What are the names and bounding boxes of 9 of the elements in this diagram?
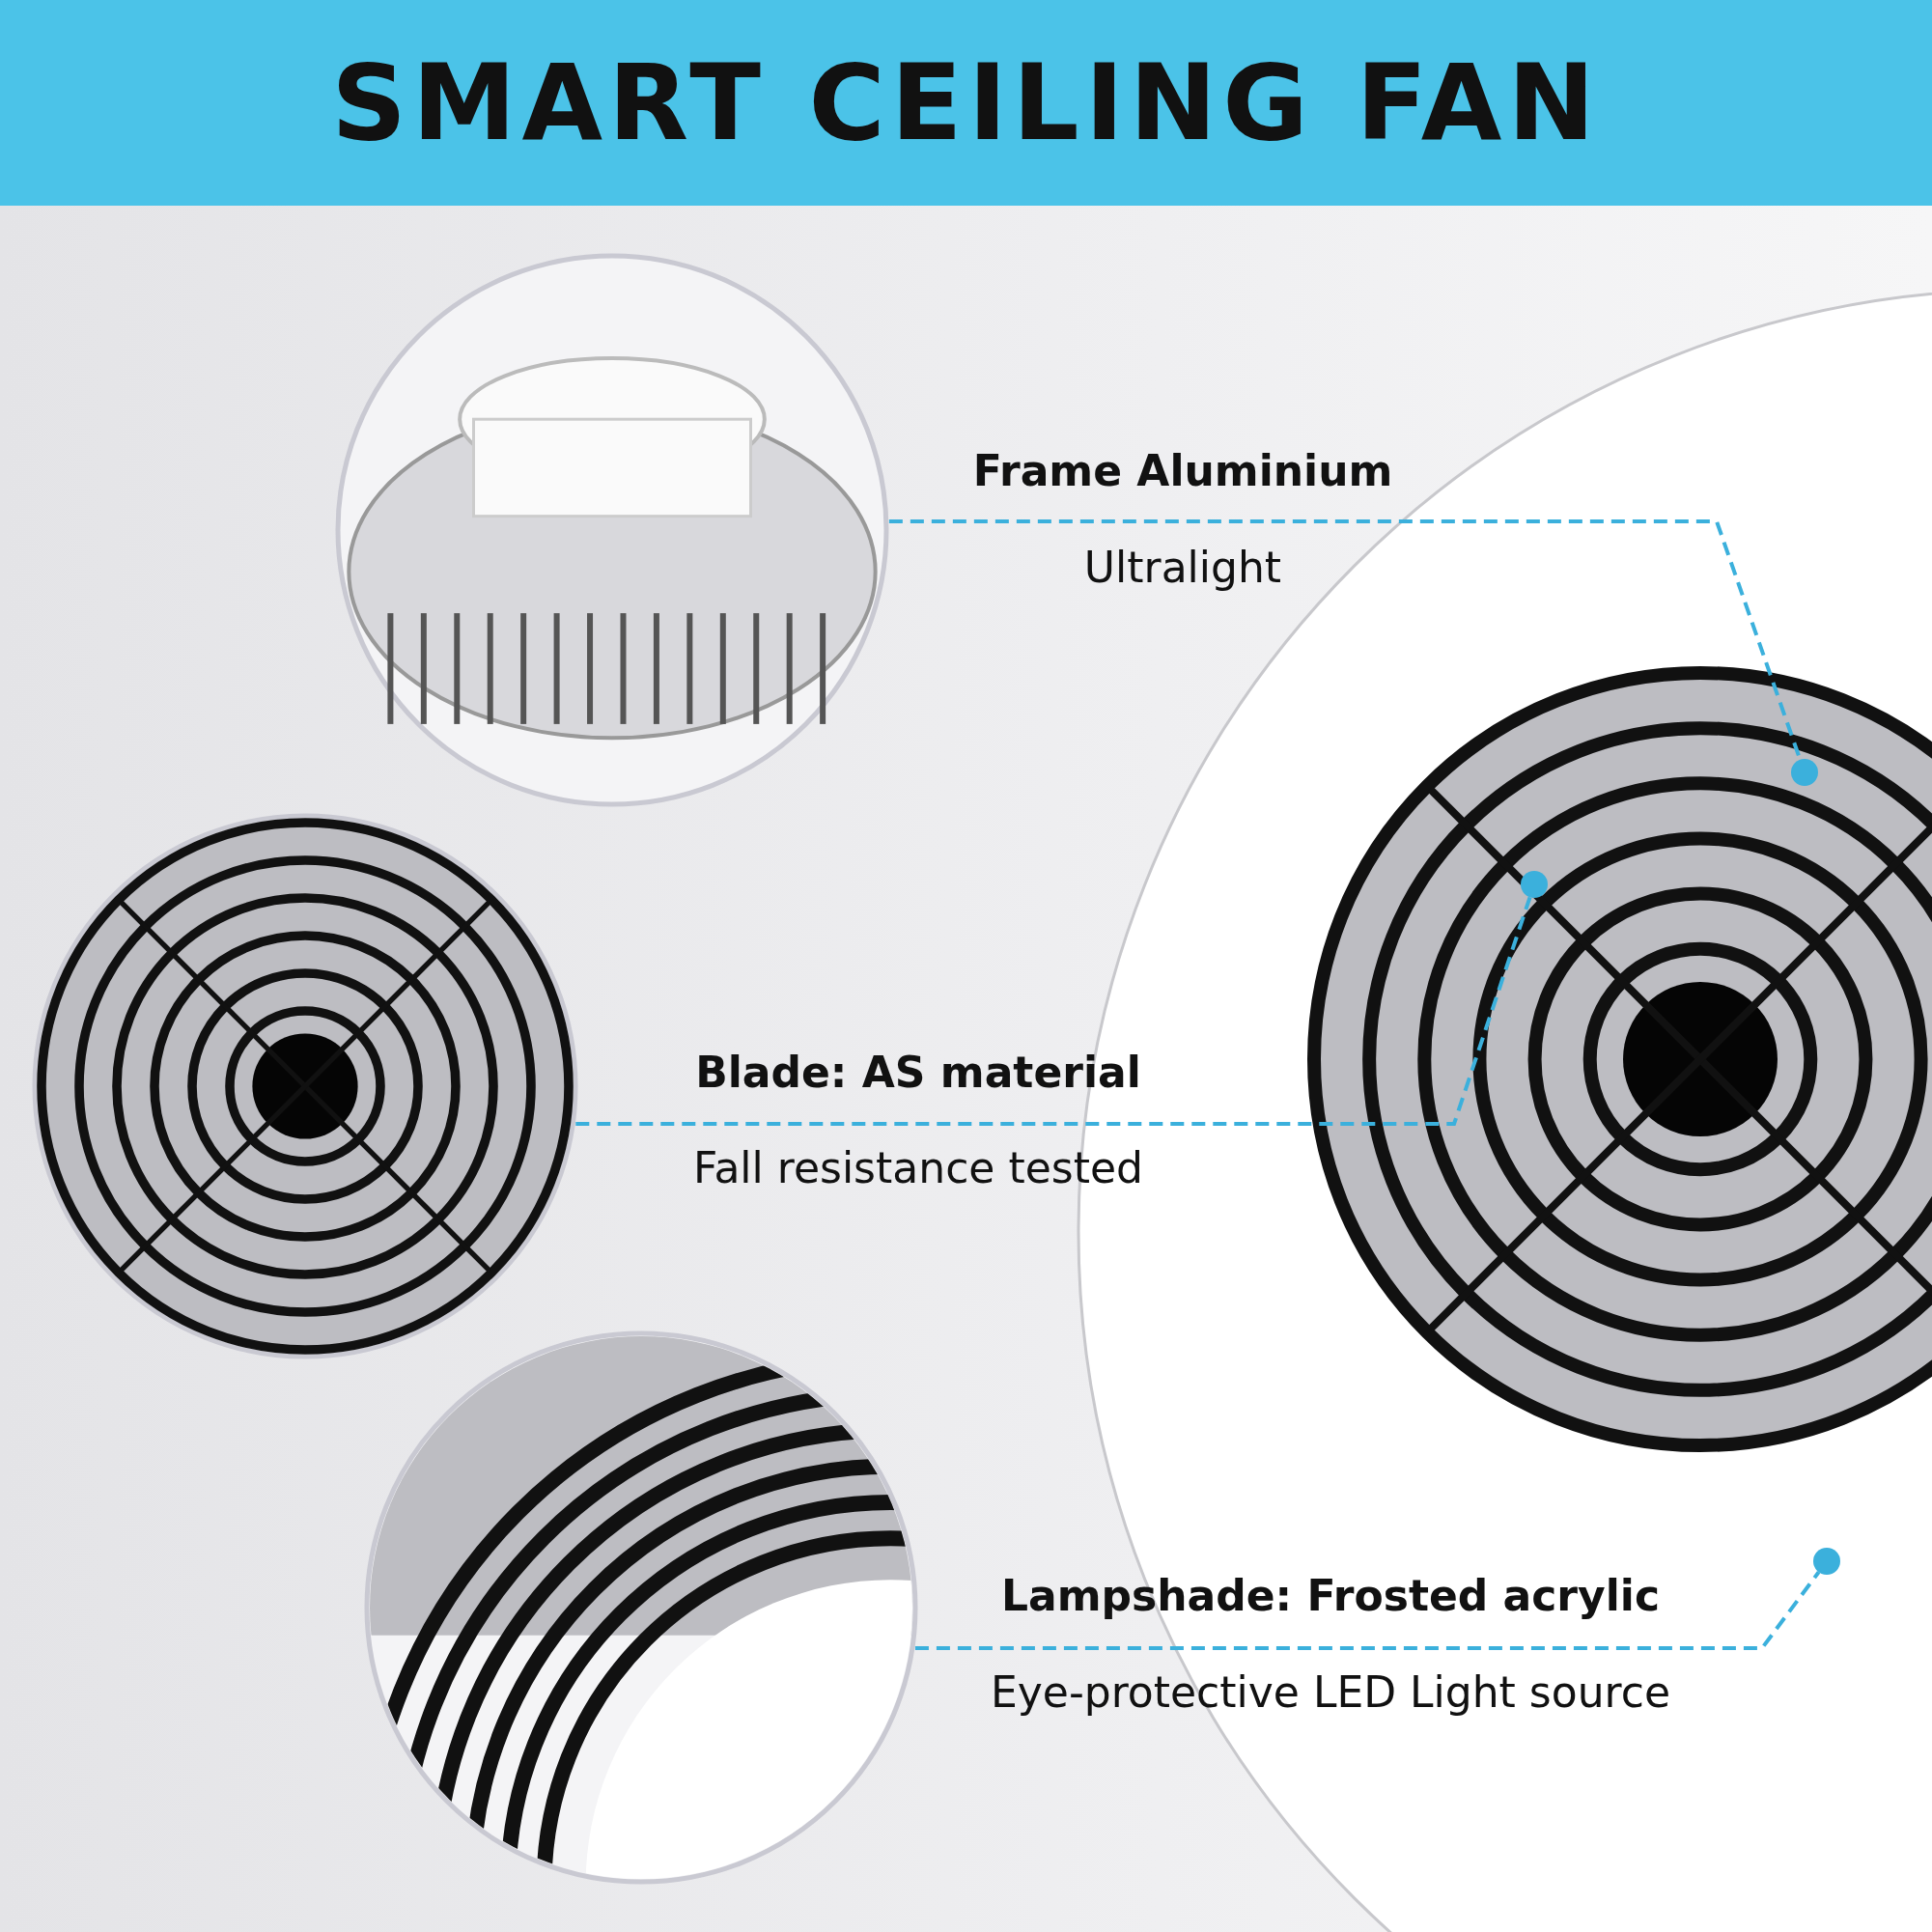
leader-line — [575, 896, 1532, 1126]
feature-note: Fall resistance tested — [693, 1143, 1143, 1192]
feature-heading: Lampshade: Frosted acrylic — [1001, 1571, 1660, 1620]
feature-heading: Frame Aluminium — [972, 446, 1393, 495]
feature-note: Eye-protective LED Light source — [991, 1667, 1670, 1717]
title: SMART CEILING FAN — [331, 42, 1601, 163]
feature-note: Ultralight — [1083, 543, 1282, 592]
feature-heading: Blade: AS material — [695, 1048, 1141, 1097]
leader-line — [914, 1571, 1821, 1650]
